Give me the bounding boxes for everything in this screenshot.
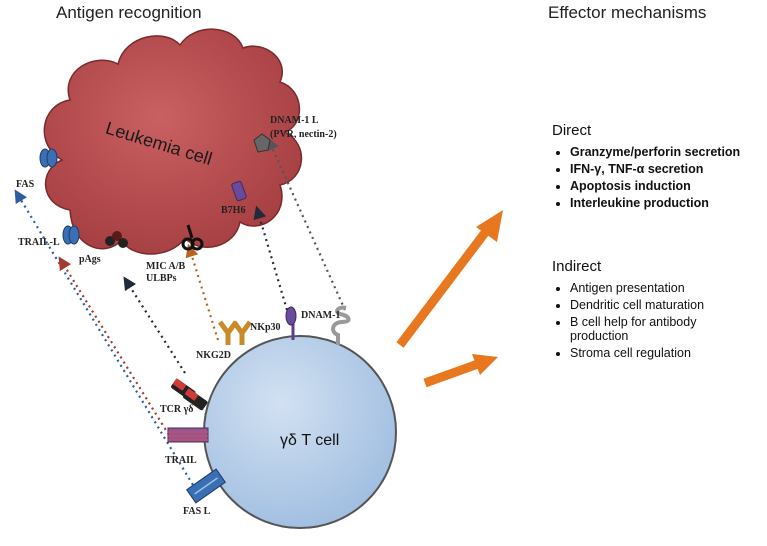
dnam1-to-ligand-arrow bbox=[266, 136, 347, 311]
effector-mechanisms-heading: Effector mechanisms bbox=[548, 3, 707, 22]
direct-effector-panel: Direct Granzyme/perforin secretion IFN-γ… bbox=[552, 122, 764, 213]
trail-l-icon bbox=[62, 225, 80, 245]
dnam1-label: DNAM-1 bbox=[301, 310, 340, 321]
list-item: IFN-γ, TNF-α secretion bbox=[570, 162, 764, 176]
effector-arrow-direct bbox=[396, 210, 503, 348]
indirect-title: Indirect bbox=[552, 258, 602, 275]
fas-label: FAS bbox=[16, 179, 35, 190]
dnam1-ligand-icon bbox=[253, 133, 271, 153]
pags-label: pAgs bbox=[79, 254, 101, 265]
direct-list: Granzyme/perforin secretion IFN-γ, TNF-α… bbox=[552, 145, 764, 210]
b7h6-icon bbox=[231, 180, 247, 202]
effector-arrow-indirect bbox=[423, 354, 498, 388]
indirect-list: Antigen presentation Dendritic cell matu… bbox=[552, 281, 757, 360]
fas-receptor-icon bbox=[39, 148, 58, 168]
t-cell-label: γδ T cell bbox=[280, 432, 339, 449]
ulbps-label: ULBPs bbox=[146, 273, 177, 284]
fasl-label: FAS L bbox=[183, 506, 211, 517]
antigen-recognition-heading: Antigen recognition bbox=[56, 3, 202, 22]
dnam1-receptor-icon bbox=[285, 306, 297, 340]
indirect-effector-panel: Indirect Antigen presentation Dendritic … bbox=[552, 258, 757, 363]
trail-label: TRAIL bbox=[165, 455, 197, 466]
mic-label: MIC A/B bbox=[146, 261, 186, 272]
dnam1-grey-receptor-icon bbox=[331, 305, 351, 345]
dnam1-ligand-label: DNAM-1 L bbox=[270, 115, 319, 126]
nkp30-label: NKp30 bbox=[250, 322, 281, 333]
nkg2d-label: NKG2D bbox=[196, 350, 231, 361]
list-item: Antigen presentation bbox=[570, 281, 757, 295]
list-item: Stroma cell regulation bbox=[570, 346, 757, 360]
direct-title: Direct bbox=[552, 122, 592, 139]
gamma-delta-t-cell: γδ T cell bbox=[203, 335, 397, 529]
b7h6-label: B7H6 bbox=[221, 205, 245, 216]
list-item: Dendritic cell maturation bbox=[570, 298, 757, 312]
list-item: Apoptosis induction bbox=[570, 179, 764, 193]
mic-ulbp-icon bbox=[181, 224, 204, 251]
fasl-receptor-icon bbox=[185, 468, 227, 504]
trail-receptor-icon bbox=[167, 427, 209, 443]
tcr-label: TCR γδ bbox=[160, 404, 193, 415]
list-item: Granzyme/perforin secretion bbox=[570, 145, 764, 159]
list-item: B cell help for antibody production bbox=[570, 315, 757, 343]
trail-l-label: TRAIL-L bbox=[18, 237, 60, 248]
nkg2d-to-mic-arrow bbox=[185, 243, 220, 341]
dnam1-ligand-sub-label: (PVR, nectin-2) bbox=[270, 129, 337, 140]
tcr-receptor-icon bbox=[171, 378, 208, 411]
nkp30-receptor-icon bbox=[217, 320, 253, 345]
trail-to-trail-l-arrow bbox=[58, 256, 173, 441]
tcr-to-pags-arrow bbox=[123, 276, 186, 374]
list-item: Interleukine production bbox=[570, 196, 764, 210]
pags-icon bbox=[105, 231, 128, 248]
nkp30-to-b7h6-arrow bbox=[253, 205, 289, 311]
